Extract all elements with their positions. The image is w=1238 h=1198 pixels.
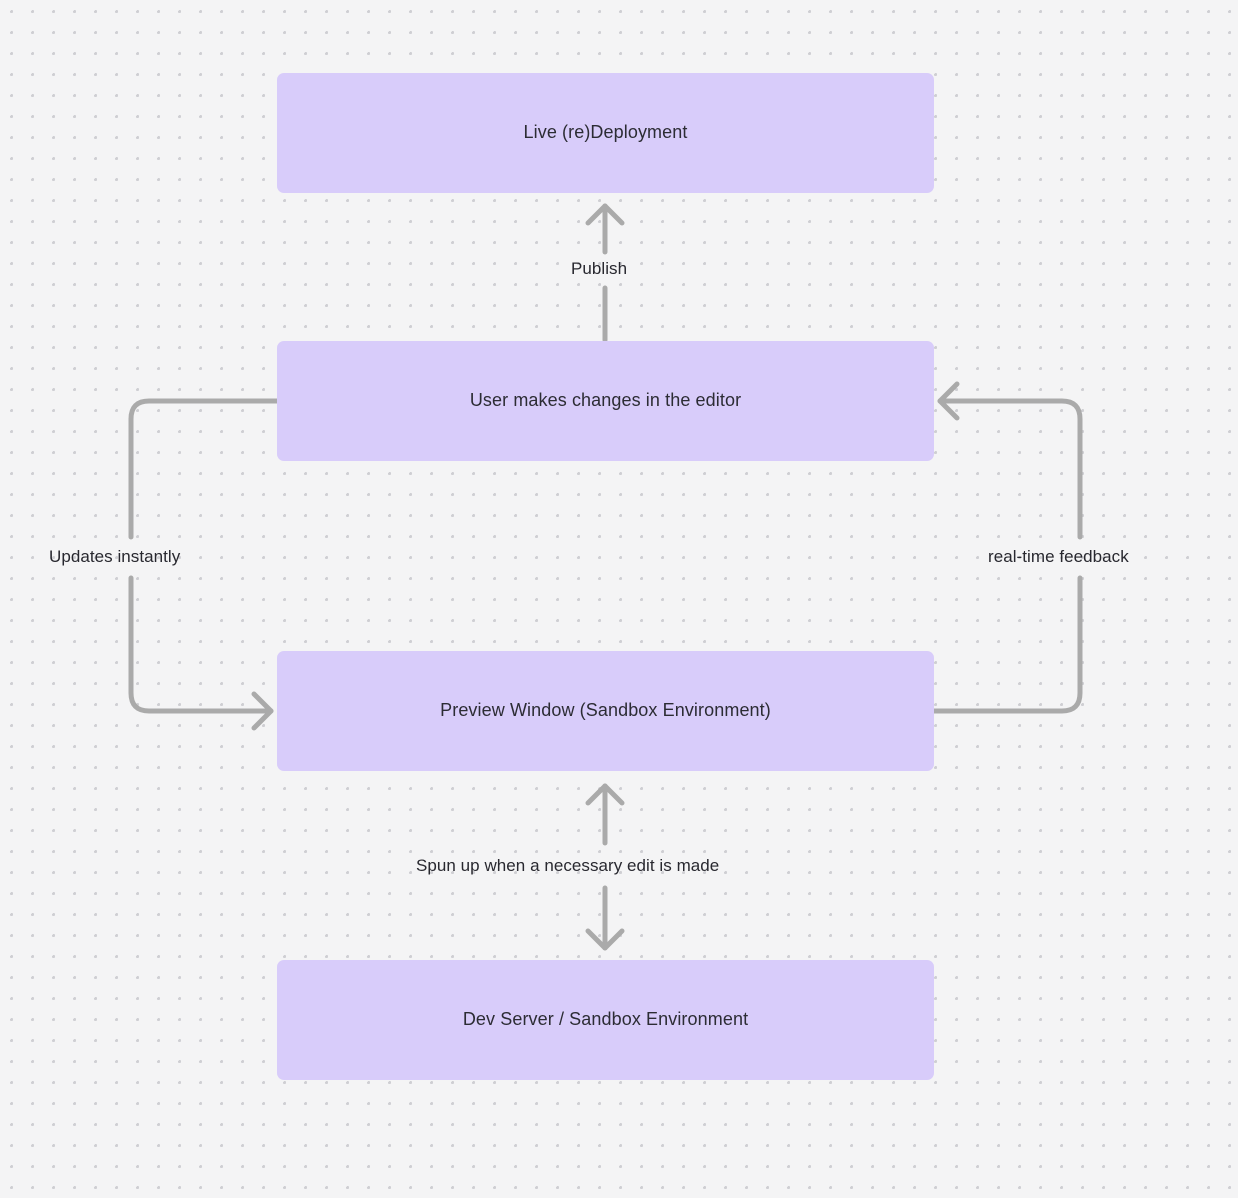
edge-updates-upper-segment [128,398,280,540]
edge-label-real-time-feedback: real-time feedback [988,547,1129,566]
edge-spun-up-bottom-arrowhead [585,928,625,951]
edge-label-updates-instantly: Updates instantly [49,547,181,566]
edge-publish-arrowhead [585,203,625,226]
edge-feedback-lower-segment [931,575,1083,714]
edge-updates-lower-segment [128,575,274,714]
node-live-deployment-label: Live (re)Deployment [523,122,688,143]
edge-label-spun-up: Spun up when a necessary edit is made [416,856,720,875]
node-preview-window-label: Preview Window (Sandbox Environment) [440,700,771,721]
node-dev-server[interactable]: Dev Server / Sandbox Environment [277,960,934,1080]
edge-feedback-arrowhead [937,381,960,421]
edge-feedback-upper-segment [937,398,1083,540]
node-user-edits-label: User makes changes in the editor [469,390,742,411]
node-preview-window[interactable]: Preview Window (Sandbox Environment) [277,651,934,771]
edge-updates-arrowhead [251,691,274,731]
edge-label-publish: Publish [571,259,628,278]
node-live-deployment[interactable]: Live (re)Deployment [277,73,934,193]
node-dev-server-label: Dev Server / Sandbox Environment [462,1009,749,1030]
node-user-edits[interactable]: User makes changes in the editor [277,341,934,461]
edge-spun-up-top-arrowhead [585,783,625,806]
